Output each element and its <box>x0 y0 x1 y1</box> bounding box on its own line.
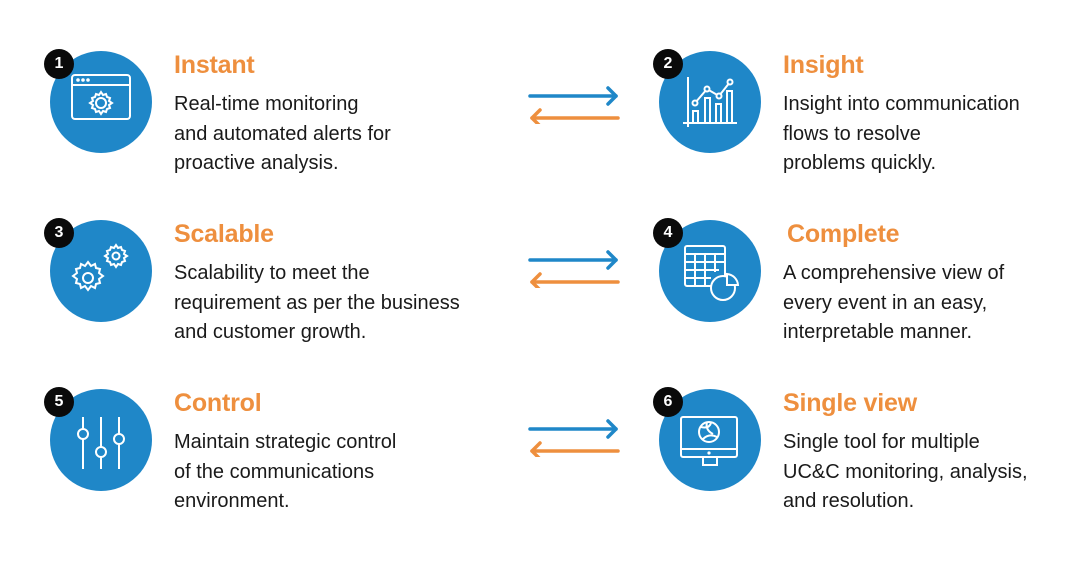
feature-title: Scalable <box>174 220 274 248</box>
bidirectional-arrows-icon <box>528 250 620 292</box>
step-number-badge: 5 <box>44 387 74 417</box>
right-arrow-icon <box>528 86 618 106</box>
bar-line-chart-icon <box>683 77 737 127</box>
step-number-badge: 6 <box>653 387 683 417</box>
connector-3-4 <box>526 248 622 292</box>
browser-gear-icon <box>71 74 131 120</box>
feature-title: Instant <box>174 51 255 79</box>
feature-icon-circle: 2 <box>653 49 761 153</box>
feature-description: Scalability to meet the requirement as p… <box>174 262 460 343</box>
step-number-badge: 2 <box>653 49 683 79</box>
feature-title: Single view <box>783 389 917 417</box>
feature-title: Insight <box>783 51 864 79</box>
monitor-globe-icon <box>680 416 738 466</box>
table-pie-chart-icon <box>684 245 740 301</box>
feature-icon-circle: 6 <box>653 387 761 491</box>
step-number-badge: 4 <box>653 218 683 248</box>
right-arrow-icon <box>528 250 618 270</box>
bidirectional-arrows-icon <box>528 419 620 461</box>
feature-icon-circle: 3 <box>44 218 152 322</box>
feature-title: Complete <box>787 220 900 248</box>
feature-title: Control <box>174 389 262 417</box>
step-number-badge: 3 <box>44 218 74 248</box>
right-arrow-icon <box>528 419 618 439</box>
feature-instant: 1 Instant Real-time monitoring and autom… <box>44 49 490 181</box>
left-arrow-icon <box>530 272 620 292</box>
left-arrow-icon <box>530 108 620 128</box>
feature-control: 5 Control Maintain strategic control of … <box>44 387 490 519</box>
feature-icon-circle: 1 <box>44 49 152 153</box>
left-arrow-icon <box>530 441 620 461</box>
feature-icon-circle: 5 <box>44 387 152 491</box>
feature-insight: 2 Insight Insight into communication flo… <box>653 49 1091 181</box>
feature-icon-circle: 4 <box>653 218 761 322</box>
feature-description: Real-time monitoring and automated alert… <box>174 93 391 174</box>
feature-single-view: 6 Single view Single tool for multiple U… <box>653 387 1091 519</box>
gears-icon <box>71 243 129 292</box>
feature-complete: 4 Complete A comprehensive view of every… <box>653 218 1091 350</box>
feature-description: Maintain strategic control of the commun… <box>174 431 397 512</box>
step-number-badge: 1 <box>44 49 74 79</box>
feature-description: Insight into communication flows to reso… <box>783 93 1020 174</box>
connector-5-6 <box>526 417 622 461</box>
feature-scalable: 3 Scalable Scalability to meet the requi… <box>44 218 490 350</box>
bidirectional-arrows-icon <box>528 86 620 128</box>
feature-description: Single tool for multiple UC&C monitoring… <box>783 431 1028 512</box>
feature-description: A comprehensive view of every event in a… <box>783 262 1005 343</box>
connector-1-2 <box>526 84 622 128</box>
sliders-icon <box>77 417 125 469</box>
